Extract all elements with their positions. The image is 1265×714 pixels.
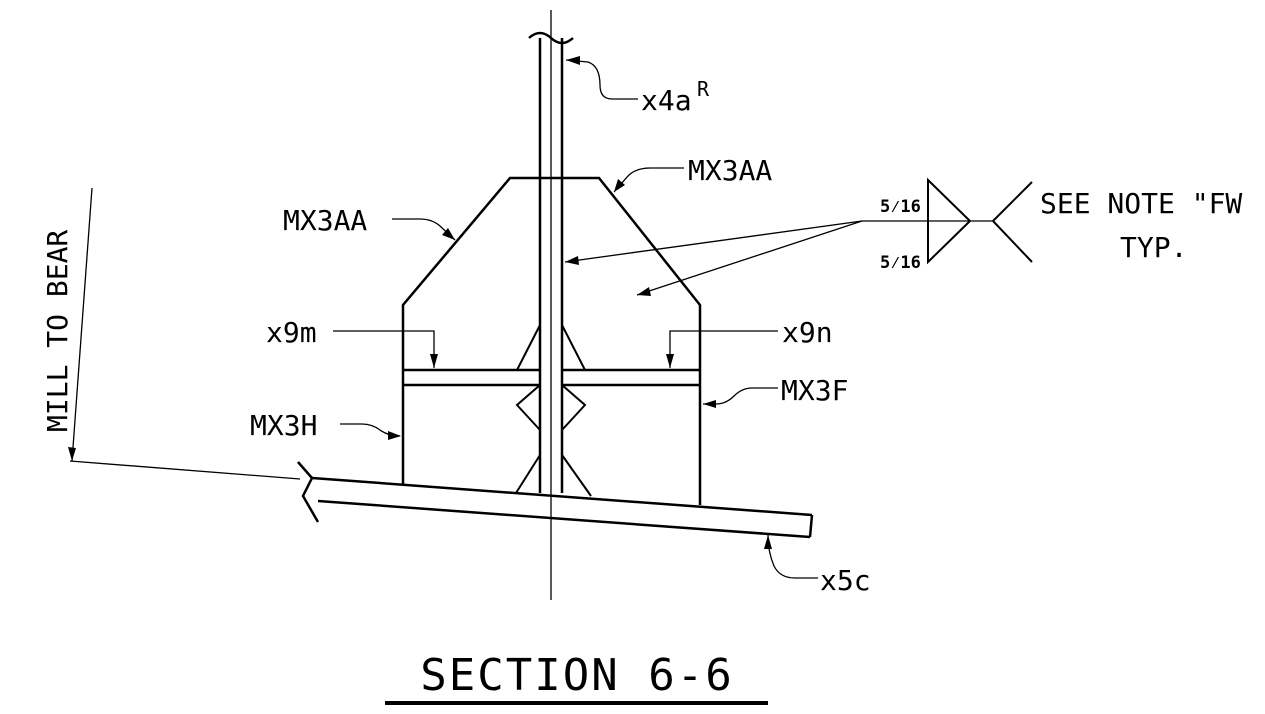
mill-to-bear-leader <box>68 187 301 480</box>
weld-symbol <box>564 177 1033 296</box>
mx3aa-right-label: MX3AA <box>688 154 772 187</box>
x9m-leader <box>333 330 438 368</box>
x5c-leader <box>764 534 818 579</box>
x9m-label: x9m <box>266 316 317 349</box>
stiffener-fillet-welds <box>515 324 592 497</box>
web-plate <box>528 31 574 493</box>
x5c-label: x5c <box>820 564 871 597</box>
x9n-label: x9n <box>782 316 833 349</box>
weld-size-bottom: 5⁄16 <box>880 253 921 273</box>
note-line-2: TYP. <box>1120 231 1187 264</box>
mx3f-label: MX3F <box>781 374 848 407</box>
mx3f-leader <box>703 387 778 408</box>
weld-size-top: 5⁄16 <box>880 197 921 217</box>
x4a-label: x4a <box>641 84 692 117</box>
mx3aa-right-leader <box>613 167 684 193</box>
mx3h-label: MX3H <box>250 409 317 442</box>
x4a-leader <box>565 56 638 100</box>
mill-to-bear-label: MILL TO BEAR <box>41 230 74 432</box>
mx3h-leader <box>340 423 401 440</box>
x9n-leader <box>666 330 778 368</box>
top-gusset-plate <box>401 176 702 505</box>
mx3aa-left-leader <box>392 218 456 241</box>
bottom-flange <box>297 461 814 539</box>
note-line-1: SEE NOTE "FW <box>1040 187 1242 220</box>
mx3aa-left-label: MX3AA <box>283 204 367 237</box>
x4a-superscript: R <box>697 77 710 101</box>
section-title: SECTION 6-6 <box>420 650 733 701</box>
